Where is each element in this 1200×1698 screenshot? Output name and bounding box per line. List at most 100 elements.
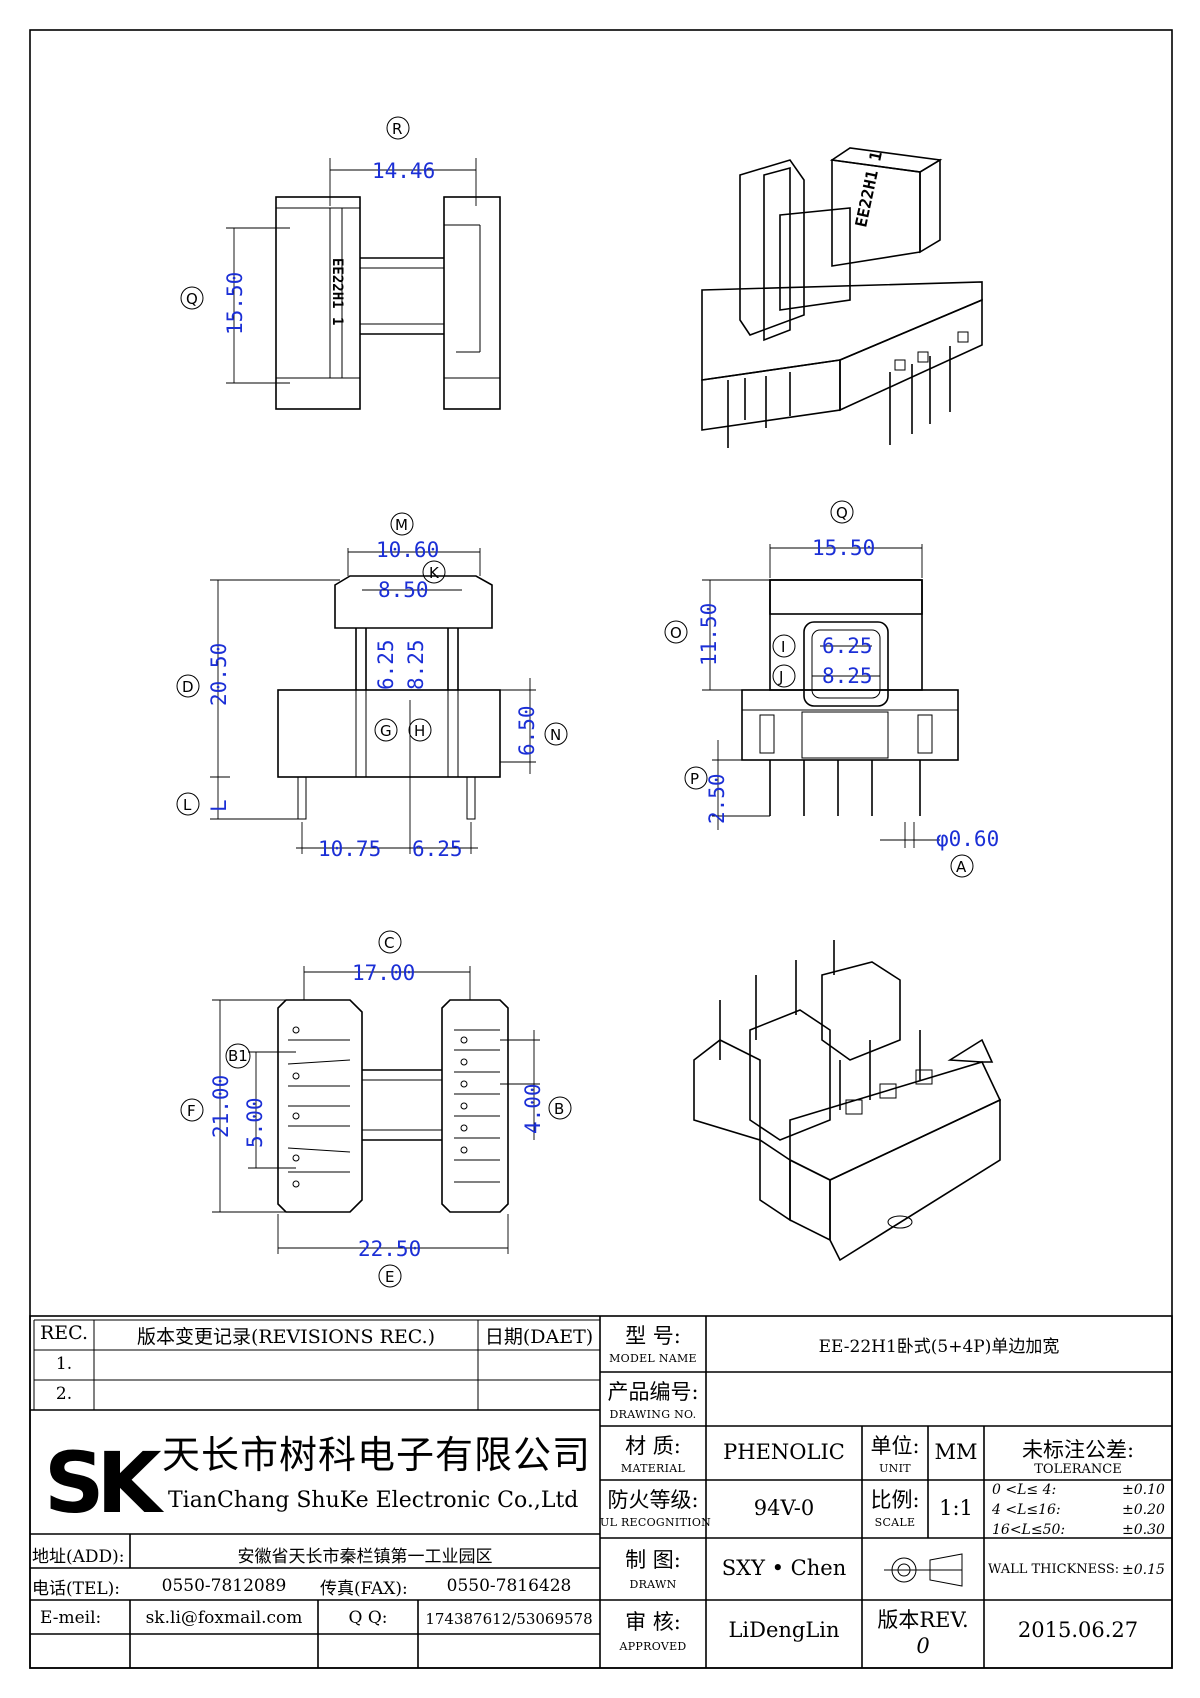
scale-label-en: SCALE [874,1516,916,1529]
title-block-grid [29,1315,1173,1669]
address-value: 安徽省天长市秦栏镇第一工业园区 [237,1547,493,1567]
dim-p: 2.50 [705,773,729,824]
rev-desc-label: 版本变更记录(REVISIONS REC.) [136,1326,436,1348]
address-label: 地址(ADD): [32,1547,125,1567]
sheet-border [29,29,1173,1669]
tol-value-2: ±0.20 [1122,1502,1165,1518]
email-label: E-meil: [40,1608,102,1628]
marker-M: M [395,516,408,534]
dim-d: 20.50 [207,643,231,706]
dim-g: 6.25 [374,639,398,690]
unit-label-cn: 单位: [870,1434,920,1458]
drawn-label-en: DRAWN [629,1578,677,1591]
approved-label-cn: 审 核: [625,1610,681,1634]
marker-B: B [554,1100,564,1118]
drawing-no-label-en: DRAWING NO. [609,1408,697,1421]
side-view: 15.50 11.50 6.25 8.25 2.50 φ0.60 Q O I J… [664,500,999,878]
dim-height: 15.50 [223,272,247,335]
marker-E: E [385,1268,394,1286]
model-value: EE-22H1卧式(5+4P)单边加宽 [818,1337,1060,1357]
scale-label-cn: 比例: [870,1488,920,1512]
dim-width: 14.46 [372,159,435,183]
company-name-en: TianChang ShuKe Electronic Co.,Ltd [168,1488,579,1513]
dim-o: 11.50 [697,603,721,666]
approved-value: LiDengLin [728,1618,840,1642]
tolerance-title-cn: 未标注公差: [1021,1438,1135,1462]
tol-range-1: 0 <L≤ 4: [992,1482,1057,1498]
dim-n: 6.50 [515,705,539,756]
marker-I: I [781,638,785,656]
rev-date-label: 日期(DAET) [484,1326,594,1348]
tel-label: 电话(TEL): [32,1579,121,1599]
rev-row-1: 1. [55,1354,73,1374]
top-view: EE22H1 1 14.46 15.50 R Q [180,116,501,410]
dim-f: 21.00 [209,1075,233,1138]
dim-i: 6.25 [822,634,873,658]
dim-base-right: 6.25 [412,837,463,861]
rev-row-2: 2. [55,1384,73,1404]
marker-R: R [392,120,402,138]
tol-value-3: ±0.30 [1122,1522,1165,1538]
dim-q: 15.50 [812,536,875,560]
tel-value: 0550-7812089 [161,1576,287,1596]
tol-value-4: ±0.15 [1122,1562,1165,1578]
tol-range-3: 16<L≤50: [992,1522,1066,1538]
drawn-value: SXY • Chen [721,1556,847,1580]
ul-label-cn: 防火等级: [607,1488,699,1512]
dim-base-left: 10.75 [318,837,381,861]
iso-view-1 [701,147,983,448]
rev-label: 版本REV. [877,1608,969,1632]
marker-G: G [380,722,392,740]
email-value: sk.li@foxmail.com [145,1608,303,1628]
marker-Q: Q [186,290,198,308]
ul-value: 94V-0 [753,1496,815,1520]
dim-l: L [207,799,231,812]
unit-value: MM [934,1440,978,1464]
dim-b: 4.00 [521,1083,545,1134]
tol-value-1: ±0.10 [1122,1482,1165,1498]
rev-rec-label: REC. [40,1322,89,1344]
company-name-cn: 天长市树科电子有限公司 [162,1433,592,1477]
marker-D: D [182,678,194,696]
front-view: 10.60 8.50 20.50 6.25 8.25 6.50 L 10.75 … [176,512,568,861]
projection-symbol [884,1553,963,1587]
ul-label-en: UL RECOGNITION [600,1516,712,1529]
top-part-mark: EE22H1 1 [329,258,345,325]
rev-value: 0 [916,1634,930,1658]
marker-L: L [183,796,192,814]
iso1-part-mark: EE22H1 1 [851,150,886,229]
scale-value: 1:1 [939,1496,973,1520]
tol-range-2: 4 <L≤16: [992,1502,1061,1518]
marker-B1: B1 [228,1047,248,1065]
marker-C: C [384,934,394,952]
fax-value: 0550-7816428 [446,1576,572,1596]
approved-label-en: APPROVED [619,1640,687,1653]
material-label-cn: 材 质: [625,1434,681,1458]
marker-H: H [414,722,425,740]
qq-value: 174387612/53069578 [425,1610,593,1628]
dim-a: φ0.60 [936,827,999,851]
model-label-en: MODEL NAME [609,1352,697,1365]
drawing-no-label-cn: 产品编号: [607,1380,699,1404]
tolerance-title-en: TOLERANCE [1034,1462,1122,1477]
marker-K: K [429,564,440,582]
bottom-view: 17.00 21.00 5.00 4.00 22.50 C B1 F B E [180,930,572,1288]
iso-view-2 [693,940,1002,1262]
dim-b1: 5.00 [243,1097,267,1148]
material-value: PHENOLIC [723,1440,845,1464]
dim-j: 8.25 [822,664,873,688]
dim-e: 22.50 [358,1237,421,1261]
dim-k: 8.50 [378,578,429,602]
drawing-date: 2015.06.27 [1017,1618,1139,1642]
drawn-label-cn: 制 图: [625,1548,681,1572]
company-logo: SK [44,1434,164,1532]
unit-label-en: UNIT [879,1462,911,1475]
marker-Q-side: Q [836,504,848,522]
marker-A: A [956,858,967,876]
marker-P: P [690,770,699,788]
marker-N: N [550,726,561,744]
dim-h: 8.25 [404,639,428,690]
fax-label: 传真(FAX): [320,1579,408,1599]
dim-c: 17.00 [352,961,415,985]
